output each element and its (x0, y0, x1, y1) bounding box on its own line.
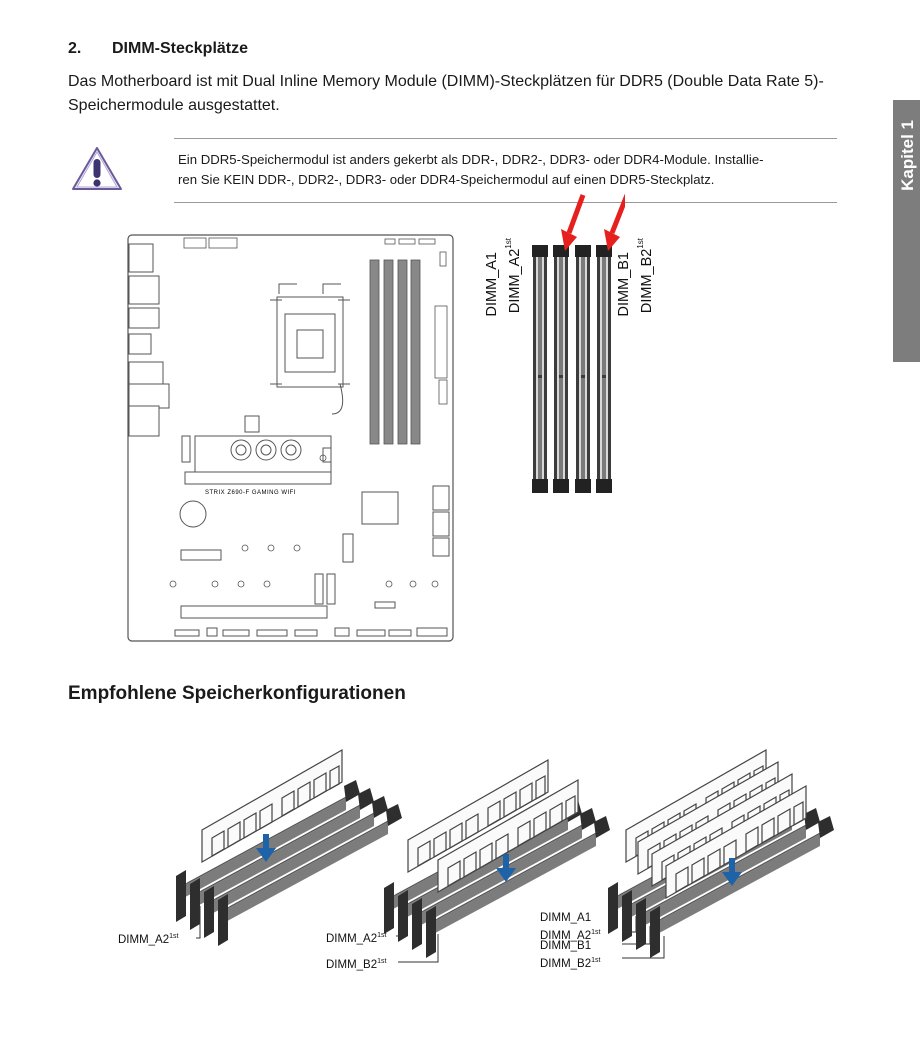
config-3-label-b2-text: DIMM_B2 (540, 957, 592, 970)
label-dimm-b2-sup: 1st (636, 238, 645, 249)
config-3-label-a1: DIMM_A1 (540, 912, 592, 924)
section-number: 2. (68, 40, 82, 57)
slot-b1 (575, 245, 591, 493)
intro-paragraph: Das Motherboard ist mit Dual Inline Memo… (68, 73, 824, 114)
motherboard-diagram: STRIX Z690-F GAMING WIFI (127, 234, 457, 651)
label-dimm-a2-sup: 1st (504, 238, 513, 249)
section-heading: 2. DIMM-Steckplätze (68, 40, 248, 58)
dimm-slot-closeup (525, 193, 630, 503)
config-1-label-a2: DIMM_A21st (118, 930, 178, 947)
label-dimm-b2-text: DIMM_B2 (638, 248, 655, 314)
board-model-text: STRIX Z690-F GAMING WIFI (205, 490, 296, 496)
label-dimm-b1: DIMM_B1 (616, 252, 632, 317)
config-1-label-a2-text: DIMM_A2 (118, 933, 170, 946)
warning-text: Ein DDR5-Speichermodul ist anders gekerb… (178, 150, 838, 190)
config-1-label-a2-sup: 1st (169, 933, 179, 940)
config-3-label-b2-sup: 1st (591, 957, 601, 964)
warning-line-2: ren Sie KEIN DDR-, DDR2-, DDR3- oder DDR… (178, 172, 715, 187)
label-dimm-a2: DIMM_A21st (504, 238, 523, 313)
slot-a2 (553, 245, 569, 493)
config-1-illustration (176, 749, 402, 946)
label-dimm-a2-text: DIMM_A2 (506, 248, 523, 314)
config-3-label-b2: DIMM_B21st (540, 954, 600, 971)
config-3-label-a2-sup: 1st (591, 929, 601, 936)
red-arrow-a2-icon (561, 194, 586, 251)
slot-b2 (596, 245, 612, 493)
config-2-label-b2-text: DIMM_B2 (326, 958, 378, 971)
config-3-label-b1: DIMM_B1 (540, 940, 592, 952)
warning-top-rule (174, 138, 837, 139)
config-2-label-b2-sup: 1st (377, 958, 387, 965)
label-dimm-a1: DIMM_A1 (484, 252, 500, 317)
slot-a1 (532, 245, 548, 493)
config-3-label-a2-text: DIMM_A2 (540, 929, 592, 942)
config-2-label-a2-sup: 1st (377, 932, 387, 939)
warning-line-1: Ein DDR5-Speichermodul ist anders gekerb… (178, 152, 764, 167)
label-dimm-b2: DIMM_B21st (636, 238, 655, 313)
section-title: DIMM-Steckplätze (112, 40, 249, 57)
red-arrow-b2-icon (604, 194, 630, 251)
warning-bottom-rule (174, 202, 837, 203)
config-illustrations (176, 730, 836, 975)
caution-triangle-icon (70, 145, 124, 198)
config-2-label-b2: DIMM_B21st (326, 955, 386, 972)
chapter-side-tab-label: Kapitel 1 (898, 120, 917, 191)
config-2-label-a2: DIMM_A21st (326, 929, 386, 946)
config-3-label-a2: DIMM_A21st (540, 926, 600, 943)
chapter-side-tab: Kapitel 1 (893, 100, 920, 362)
config-2-label-a2-text: DIMM_A2 (326, 932, 378, 945)
recommended-configs-heading: Empfohlene Speicherkonfigurationen (68, 683, 406, 704)
config-2-illustration (384, 759, 610, 963)
config-3-illustration (608, 749, 834, 959)
